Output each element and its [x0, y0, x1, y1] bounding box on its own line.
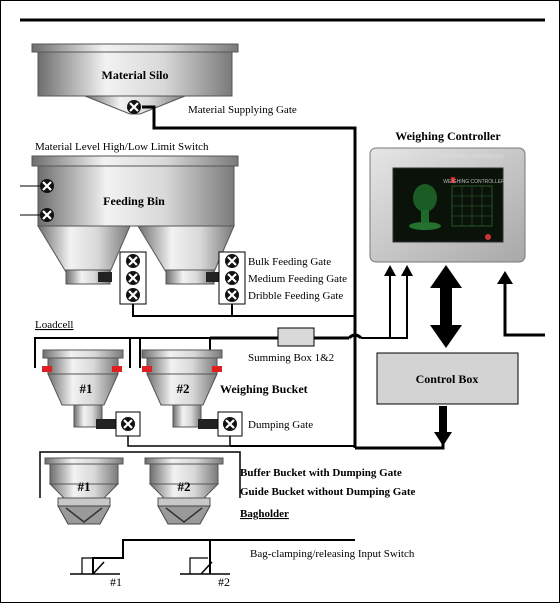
dribble-gate-label: Dribble Feeding Gate: [248, 290, 343, 302]
medium-gate-label: Medium Feeding Gate: [248, 273, 347, 285]
main-bus-to-control: [355, 432, 445, 450]
control-box: [376, 352, 519, 405]
material-supplying-gate-icon: [125, 98, 143, 116]
controller-right-wire: [503, 278, 545, 337]
feeding-gate-box-right: [218, 251, 246, 305]
buffer-bucket-2-label: #2: [178, 479, 191, 494]
weighing-controller-label: Weighing Controller: [395, 129, 501, 143]
dumping-gate-label: Dumping Gate: [248, 419, 313, 431]
feeding-bin-label: Feeding Bin: [103, 194, 165, 208]
wire-crossover: [347, 333, 363, 340]
buffer-bucket-1: [44, 457, 124, 525]
weighing-bucket-2-label: #2: [177, 381, 190, 396]
control-arrow-shaft: [439, 406, 447, 434]
material-supplying-gate-label: Material Supplying Gate: [188, 104, 297, 116]
feeding-bin: [31, 155, 239, 285]
weighing-bucket-2: [141, 349, 223, 429]
feeding-gate-box-left: [119, 251, 147, 305]
weighing-bucket-label: Weighing Bucket: [220, 382, 308, 396]
level-switch-label: Material Level High/Low Limit Switch: [35, 141, 209, 153]
bulk-gate-label: Bulk Feeding Gate: [248, 256, 331, 268]
controller-panel-text: WEIGHING CONTROLLER: [442, 154, 504, 160]
bag-switch-wire: [92, 539, 355, 574]
summing-box: [277, 327, 315, 347]
weighing-bucket-1: [42, 349, 124, 429]
summing-box-label: Summing Box 1&2: [248, 352, 334, 364]
weighing-bucket-1-label: #1: [80, 381, 93, 396]
weighing-controller: [369, 147, 526, 263]
bag-switch-2-label: #2: [218, 575, 230, 589]
level-high-switch-icon: [38, 177, 56, 195]
arrow-up-left-icon: [384, 265, 396, 276]
guide-bucket-label: Guide Bucket without Dumping Gate: [240, 486, 416, 498]
silo-gate-wire: [142, 105, 357, 448]
loadcell-wire-left: [34, 337, 210, 368]
arrow-up-right-controller-icon: [497, 271, 513, 284]
control-box-label: Control Box: [416, 372, 479, 386]
double-arrow-icon: [430, 265, 462, 348]
controller-screen-title: WEIGHING CONTROLLER: [443, 179, 505, 185]
controller-screen: [392, 167, 504, 243]
arrow-up-right-icon: [401, 265, 413, 276]
bag-switch-label: Bag-clamping/releasing Input Switch: [250, 548, 415, 560]
arrow-down-control-icon: [434, 432, 452, 446]
loadcells: [42, 366, 222, 372]
level-low-switch-icon: [38, 206, 56, 224]
dumping-gate-2-icon: [221, 415, 239, 433]
dumping-gate-wire: [127, 436, 231, 447]
buffer-bucket-wire: [39, 451, 241, 498]
bag-switch-1-icon: [70, 557, 120, 575]
buffer-bucket-label: Buffer Bucket with Dumping Gate: [240, 467, 402, 479]
buffer-bucket-1-label: #1: [78, 479, 91, 494]
bag-switch-1-label: #1: [110, 575, 122, 589]
loadcell-label: Loadcell: [35, 319, 73, 331]
summing-to-controller-wire: [361, 270, 408, 339]
dumping-gate-1-icon: [119, 415, 137, 433]
material-silo-label: Material Silo: [102, 68, 169, 82]
buffer-bucket-2: [144, 457, 224, 525]
bagholder-label: Bagholder: [240, 508, 289, 520]
feeding-gate-wire: [132, 304, 355, 317]
bag-switch-2-icon: [180, 557, 230, 575]
